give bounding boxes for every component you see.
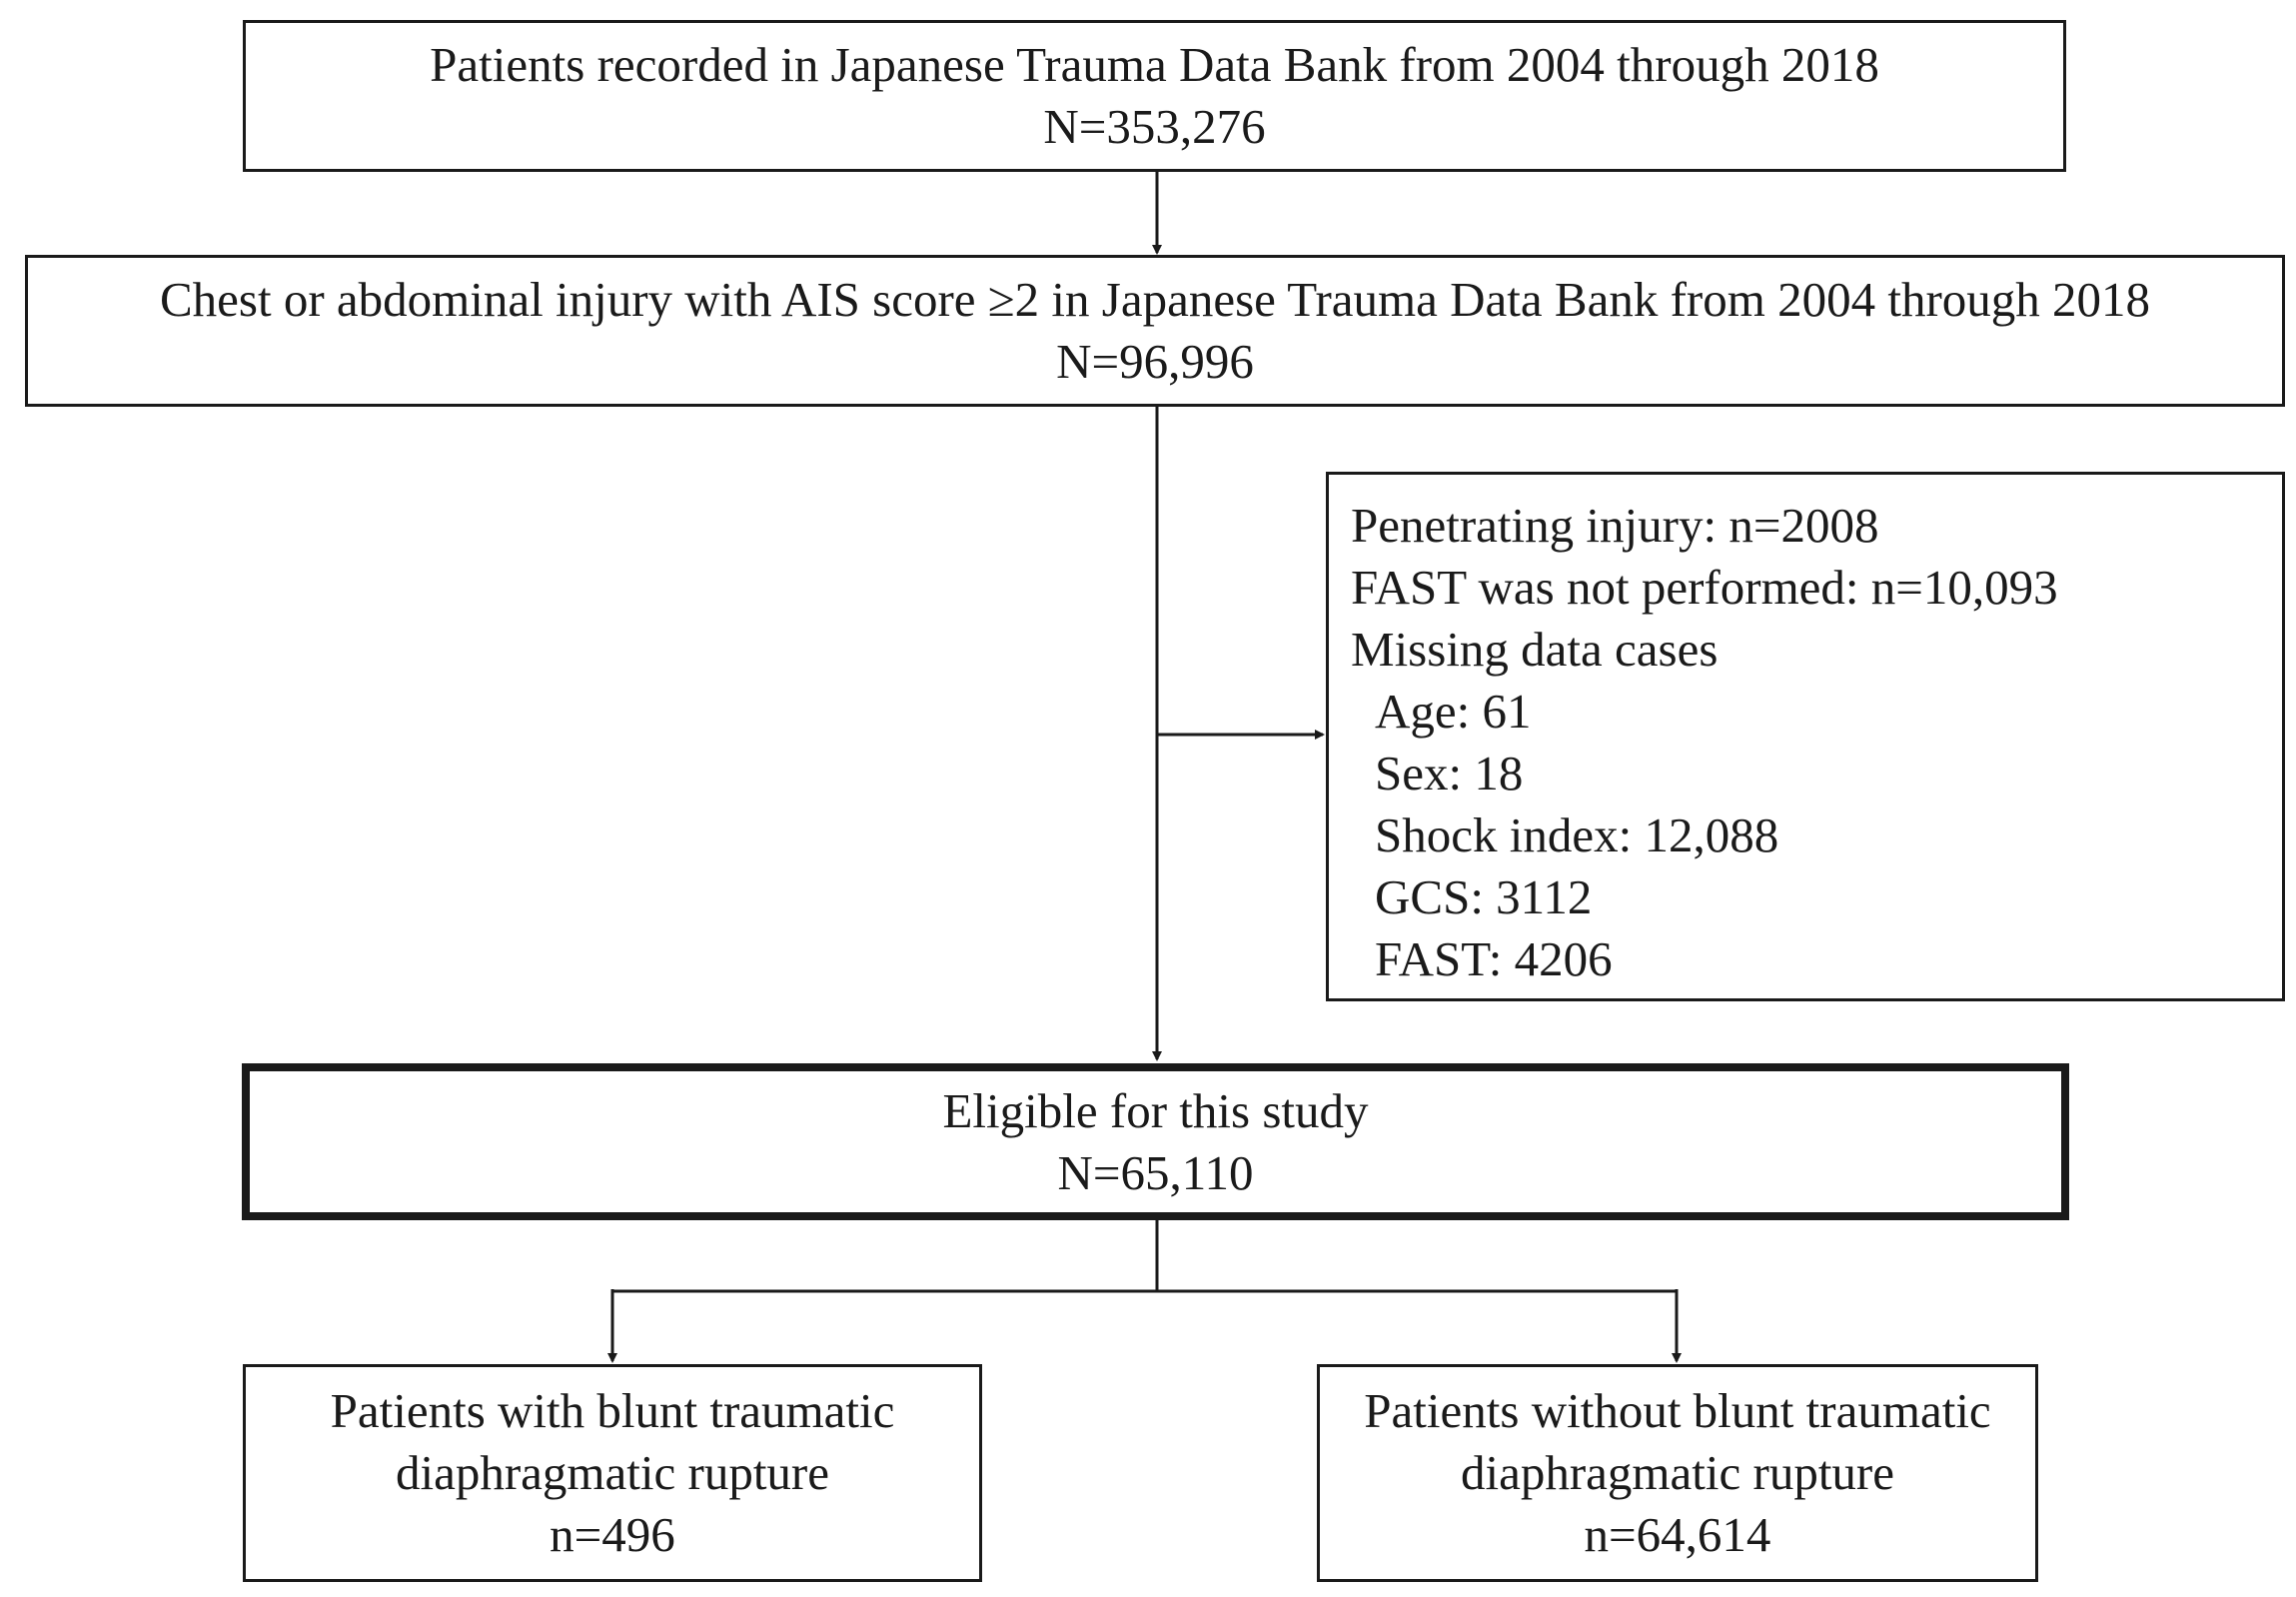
missing-item-shock-index: Shock index: 12,088 [1375, 807, 1779, 862]
exclusion-missing-heading: Missing data cases [1351, 622, 1719, 677]
missing-item-age: Age: 61 [1375, 684, 1532, 739]
missing-item-sex: Sex: 18 [1375, 746, 1524, 800]
with-rupture-label-line1: Patients with blunt traumatic [330, 1383, 895, 1438]
with-rupture-box: Patients with blunt traumatic diaphragma… [243, 1364, 982, 1582]
eligible-label: Eligible for this study [942, 1082, 1369, 1138]
exclusions-box: Penetrating injury: n=2008 FAST was not … [1326, 472, 2285, 1001]
chest-abdominal-label: Chest or abdominal injury with AIS score… [159, 272, 2151, 327]
eligible-count: N=65,110 [1057, 1144, 1254, 1200]
without-rupture-label-line1: Patients without blunt traumatic [1364, 1383, 1991, 1438]
without-rupture-count: n=64,614 [1584, 1507, 1771, 1562]
missing-item-gcs: GCS: 3112 [1375, 869, 1593, 924]
eligible-box: Eligible for this study N=65,110 [242, 1063, 2069, 1220]
with-rupture-label-line2: diaphragmatic rupture [395, 1445, 829, 1500]
exclusion-fast-not-performed: FAST was not performed: n=10,093 [1351, 560, 2058, 615]
all-patients-label: Patients recorded in Japanese Trauma Dat… [430, 37, 1879, 92]
chest-abdominal-count: N=96,996 [1056, 334, 1254, 389]
all-patients-count: N=353,276 [1043, 99, 1266, 154]
missing-item-fast: FAST: 4206 [1375, 931, 1613, 986]
without-rupture-box: Patients without blunt traumatic diaphra… [1317, 1364, 2038, 1582]
chest-abdominal-box: Chest or abdominal injury with AIS score… [25, 255, 2285, 407]
without-rupture-label-line2: diaphragmatic rupture [1460, 1445, 1894, 1500]
exclusion-penetrating: Penetrating injury: n=2008 [1351, 498, 1879, 553]
all-patients-box: Patients recorded in Japanese Trauma Dat… [243, 20, 2066, 172]
with-rupture-count: n=496 [550, 1507, 675, 1562]
